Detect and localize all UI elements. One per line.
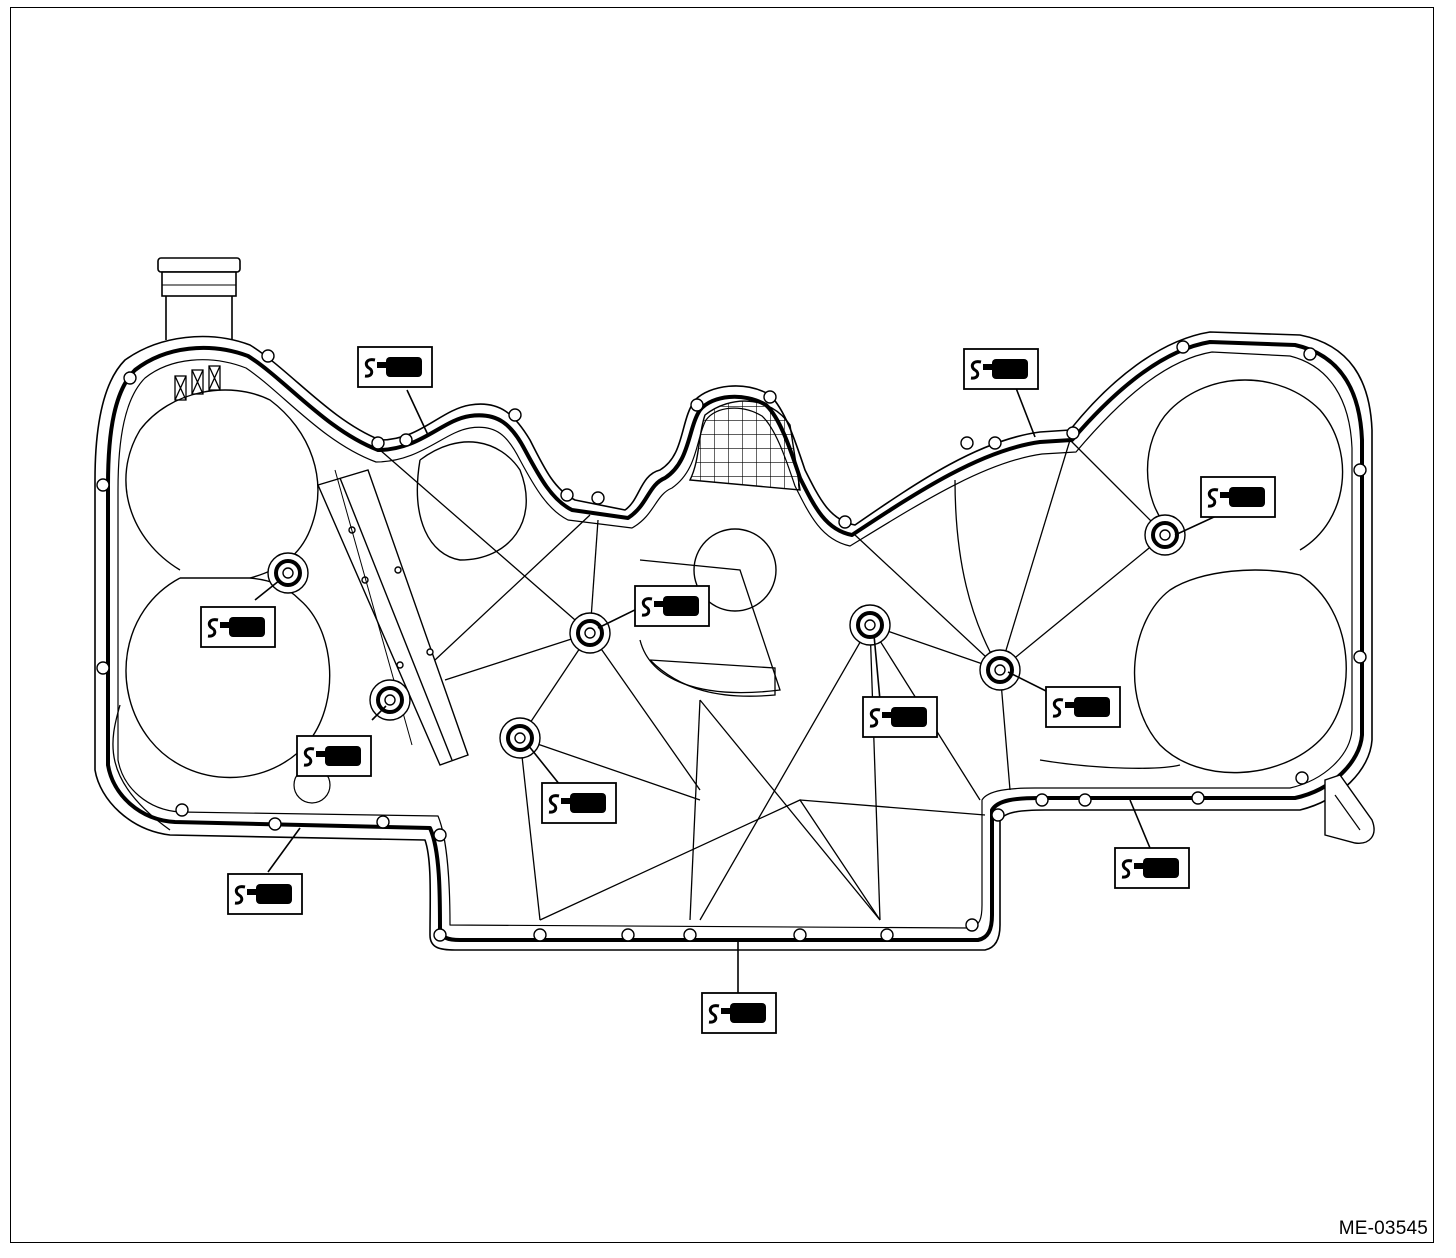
sealant-icon — [700, 991, 778, 1035]
sealant-icon — [226, 872, 304, 916]
sealant-icon — [861, 695, 939, 739]
figure-id-label: ME-03545 — [1338, 1218, 1428, 1239]
figure-frame — [10, 7, 1434, 1243]
mesh-breather — [688, 400, 801, 491]
flange-bolt-holes — [96, 340, 1367, 942]
sprocket-housings — [125, 379, 1347, 779]
bolt-bosses — [267, 514, 1186, 759]
sealant-icon — [295, 734, 373, 778]
sealant-icon — [633, 584, 711, 628]
reinforcing-ribs — [112, 439, 1181, 921]
sealant-icon — [199, 605, 277, 649]
chain-guide-rail — [317, 469, 469, 766]
mounting-tab — [1324, 774, 1375, 844]
sealant-icon — [1199, 475, 1277, 519]
oil-filler-neck — [157, 257, 241, 340]
sealant-icon — [540, 781, 618, 825]
sealant-icon — [356, 345, 434, 389]
sealant-icon — [1113, 846, 1191, 890]
sealant-icon — [962, 347, 1040, 391]
arrow-marks — [174, 365, 221, 401]
sealant-icon — [1044, 685, 1122, 729]
